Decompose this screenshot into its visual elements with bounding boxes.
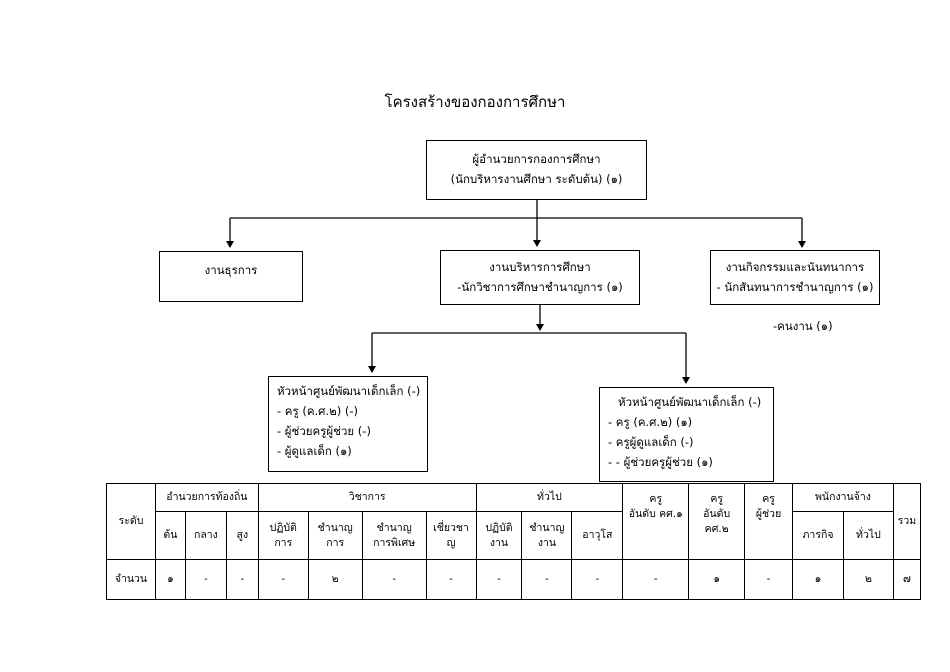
- child-center-right-head: หัวหน้าศูนย์พัฒนาเด็กเล็ก (-): [618, 395, 762, 409]
- table-header-row-2: ต้น กลาง สูง ปฏิบัติการ ชำนาญการ ชำนาญกา…: [107, 511, 921, 560]
- header-level: ระดับ: [106, 483, 156, 560]
- child-center-left-box: หัวหน้าศูนย์พัฒนาเด็กเล็ก (-) - ครู (ค.ศ…: [268, 376, 428, 472]
- header-local-admin: อำนวยการท้องถิ่น: [154, 483, 259, 512]
- header-gen-practitioner-b: งาน: [489, 536, 509, 549]
- header-gen-practitioner: ปฏิบัติงาน: [475, 511, 523, 560]
- count-acad-special: -: [361, 559, 427, 600]
- header-teacher-2-c: คศ.๒: [704, 523, 729, 535]
- director-subtitle: (นักบริหารงานศึกษา ระดับต้น) (๑): [450, 172, 623, 186]
- count-acad-professional: ๒: [307, 559, 363, 600]
- count-local-high: -: [225, 559, 259, 600]
- header-acad-professional: ชำนาญการ: [307, 511, 363, 560]
- header-acad-practitioner: ปฏิบัติการ: [257, 511, 309, 560]
- child-center-left-assistant: - ผู้ช่วยครูผู้ช่วย (-): [277, 424, 371, 438]
- child-center-left-caretaker: - ผู้ดูแลเด็ก (๑): [277, 444, 352, 458]
- header-acad-professional-b: การ: [326, 536, 345, 549]
- count-emp-general: ๒: [842, 559, 894, 600]
- header-local-high: สูง: [225, 511, 259, 560]
- header-teacher-2: ครู อันดับ คศ.๒: [688, 483, 746, 560]
- child-center-right-assistant: - - ผู้ช่วยครูผู้ช่วย (๑): [608, 455, 713, 469]
- edu-admin-title: งานบริหารการศึกษา: [489, 260, 591, 274]
- header-assistant-a: ครู: [762, 493, 775, 505]
- count-teacher-1: -: [622, 559, 690, 600]
- count-assistant-teacher: -: [744, 559, 794, 600]
- header-teacher-2-a: ครู: [710, 493, 723, 505]
- admin-work-title: งานธุรการ: [204, 263, 258, 277]
- director-title: ผู้อำนวยการกองการศึกษา: [472, 152, 601, 166]
- child-center-right-caretaker: - ครูผู้ดูแลเด็ก (-): [608, 435, 694, 449]
- header-teacher-1-b: อันดับ คศ.๑: [628, 508, 683, 520]
- admin-work-box: งานธุรการ: [159, 251, 303, 302]
- header-teacher-1: ครู อันดับ คศ.๑: [622, 483, 690, 560]
- page-title: โครงสร้างของกองการศึกษา: [384, 93, 566, 111]
- count-gen-skilled: -: [521, 559, 573, 600]
- count-label: จำนวน: [106, 559, 156, 600]
- header-acad-professional-a: ชำนาญ: [317, 521, 353, 534]
- header-gen-practitioner-a: ปฏิบัติ: [485, 521, 513, 534]
- table-header-row-1: ระดับ อำนวยการท้องถิ่น วิชาการ ทั่วไป คร…: [106, 483, 922, 560]
- header-acad-practitioner-a: ปฏิบัติ: [269, 521, 297, 534]
- count-acad-expert: -: [425, 559, 477, 600]
- header-acad-practitioner-b: การ: [274, 536, 293, 549]
- header-gen-senior: อาวุโส: [571, 511, 624, 560]
- header-acad-special-a: ชำนาญ: [376, 521, 412, 534]
- header-gen-skilled-b: งาน: [537, 536, 557, 549]
- header-acad-expert-a: เชี่ยวชา: [433, 521, 469, 534]
- header-acad-special-b: การพิเศษ: [373, 536, 416, 549]
- child-center-left-teacher: - ครู (ค.ศ.๒) (-): [277, 404, 358, 418]
- activity-title: งานกิจกรรมและนันทนาการ: [725, 260, 865, 274]
- header-emp-general: ทั่วไป: [842, 511, 894, 560]
- count-acad-practitioner: -: [257, 559, 309, 600]
- count-gen-practitioner: -: [475, 559, 523, 600]
- edu-admin-position: -นักวิชาการศึกษาชำนาญการ (๑): [457, 280, 623, 294]
- header-local-mid: กลาง: [184, 511, 227, 560]
- header-assistant-teacher: ครู ผู้ช่วย: [744, 483, 794, 560]
- count-gen-senior: -: [571, 559, 624, 600]
- header-acad-expert-b: ญ: [446, 536, 456, 549]
- edu-admin-box: งานบริหารการศึกษา -นักวิชาการศึกษาชำนาญก…: [440, 250, 640, 305]
- table-count-row: จำนวน ๑ - - - ๒ - - - - - - ๑ - ๑ ๒ ๗: [106, 559, 922, 600]
- header-total: รวม: [892, 483, 922, 560]
- count-local-low: ๑: [154, 559, 186, 600]
- activity-worker-note: -คนงาน (๑): [773, 319, 833, 333]
- header-teacher-1-a: ครู: [649, 493, 663, 505]
- child-center-right-box: หัวหน้าศูนย์พัฒนาเด็กเล็ก (-) - ครู (ค.ศ…: [599, 387, 774, 482]
- header-teacher-2-b: อันดับ: [703, 508, 731, 520]
- header-emp-mission: ภารกิจ: [792, 511, 844, 560]
- count-emp-mission: ๑: [792, 559, 844, 600]
- header-acad-expert: เชี่ยวชาญ: [425, 511, 477, 560]
- count-total: ๗: [892, 559, 922, 600]
- header-general: ทั่วไป: [475, 483, 624, 512]
- header-local-low: ต้น: [154, 511, 186, 560]
- child-center-right-teacher: - ครู (ค.ศ.๒) (๑): [608, 415, 693, 429]
- header-assistant-b: ผู้ช่วย: [755, 508, 782, 520]
- director-box: ผู้อำนวยการกองการศึกษา (นักบริหารงานศึกษ…: [426, 140, 647, 200]
- header-gen-skilled-a: ชำนาญ: [529, 521, 565, 534]
- count-local-mid: -: [184, 559, 227, 600]
- activity-box: งานกิจกรรมและนันทนาการ - นักสันทนาการชำน…: [710, 250, 880, 305]
- activity-position: - นักสันทนาการชำนาญการ (๑): [716, 280, 874, 294]
- count-teacher-2: ๑: [688, 559, 746, 600]
- header-acad-special: ชำนาญการพิเศษ: [361, 511, 427, 560]
- header-gen-skilled: ชำนาญงาน: [521, 511, 573, 560]
- header-academic: วิชาการ: [257, 483, 477, 512]
- child-center-left-head: หัวหน้าศูนย์พัฒนาเด็กเล็ก (-): [277, 384, 421, 398]
- header-employee: พนักงานจ้าง: [792, 483, 894, 512]
- staff-table: ระดับ อำนวยการท้องถิ่น วิชาการ ทั่วไป คร…: [106, 483, 922, 600]
